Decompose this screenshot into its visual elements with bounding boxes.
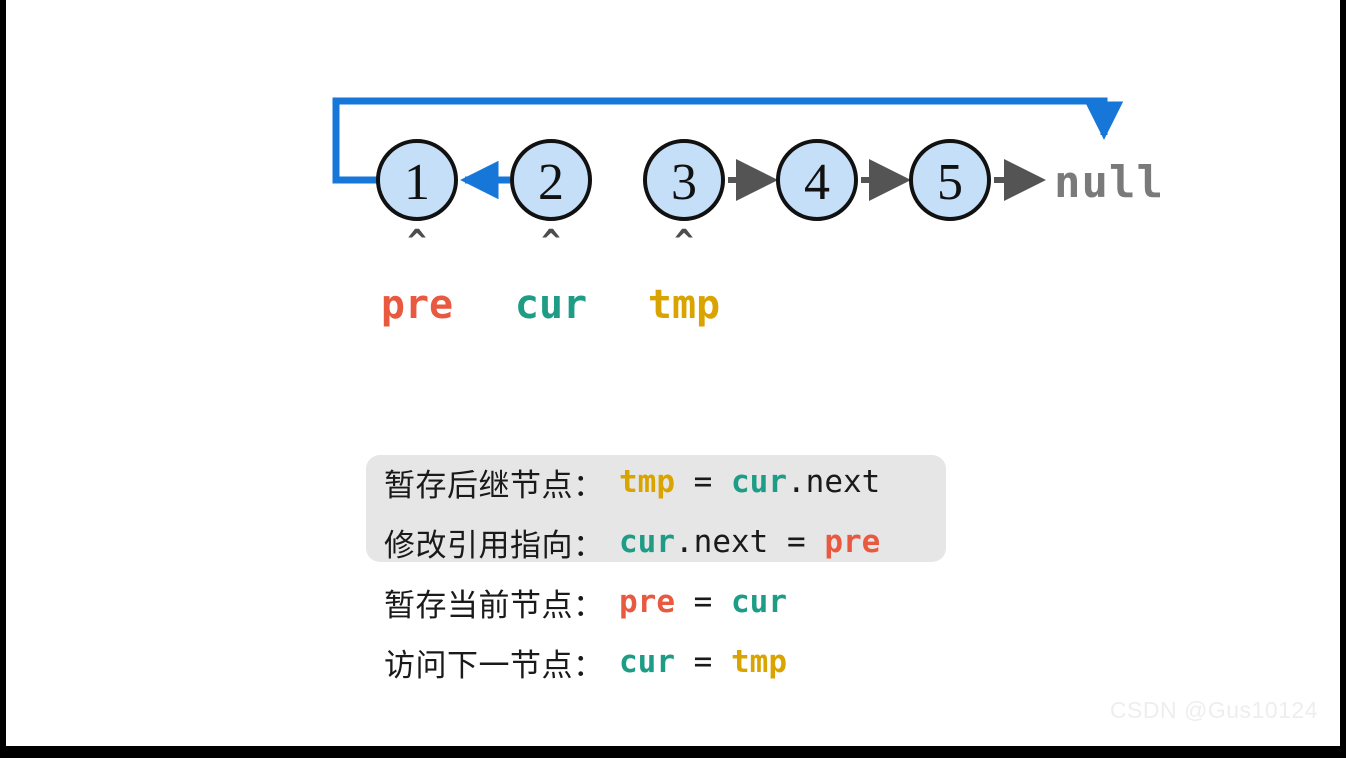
highlighted-steps-background [366,455,946,562]
node-3: 3 [643,139,725,221]
code-token-tmp: tmp [619,464,675,500]
caret-icon-tmp: ^ [674,222,693,260]
step-label: 暂存后继节点： [384,467,605,504]
code-token-plain: .next = [675,524,825,560]
linked-list-svg: 1 2 3 4 5 null ^ ^ ^ pre cur tmp [332,97,1164,328]
code-token-plain: = [675,644,731,680]
code-token-cur: cur [619,524,675,560]
step-row: 暂存当前节点： pre = cur [366,572,966,632]
step-label: 暂存当前节点： [384,587,605,624]
pointer-label-cur: cur [515,282,587,328]
node-circle [643,139,725,221]
code-token-cur: cur [619,644,675,680]
pointer-label-pre: pre [381,282,453,328]
caret-icon-pre: ^ [407,222,426,260]
step-row: 暂存后继节点： tmp = cur.next [366,452,966,512]
code-token-cur: cur [731,584,787,620]
node-1: 1 [376,139,458,221]
node-label: 4 [804,154,830,211]
blue-reversal-pointer-path [332,97,1124,184]
node-label: 1 [404,154,430,211]
node-label: 3 [671,154,697,211]
node-2: 2 [510,139,592,221]
csdn-watermark: CSDN @Gus10124 [1109,697,1318,723]
node-label: 5 [937,154,963,211]
code-token-plain: = [675,584,731,620]
step-row: 修改引用指向： cur.next = pre [366,512,966,572]
step-label: 修改引用指向： [384,527,605,564]
node-4: 4 [776,139,858,221]
code-token-plain: .next [787,464,881,500]
node-circle [510,139,592,221]
code-token-cur: cur [731,464,787,500]
null-terminator-label: null [1054,157,1164,208]
step-code: cur.next = pre [619,524,880,560]
pointer-label-tmp: tmp [648,282,720,328]
node-circle [776,139,858,221]
step-row: 访问下一节点： cur = tmp [366,632,966,692]
node-5: 5 [909,139,991,221]
code-token-pre: pre [824,524,881,560]
code-token-plain: = [675,464,731,500]
code-token-tmp: tmp [731,644,787,680]
code-token-pre: pre [619,584,675,620]
step-code: pre = cur [619,584,787,620]
step-label: 访问下一节点： [384,647,605,684]
step-code: tmp = cur.next [619,464,880,500]
step-code: cur = tmp [619,644,787,680]
caret-icon-cur: ^ [541,222,560,260]
node-label: 2 [538,154,564,211]
node-circle [909,139,991,221]
node-circle [376,139,458,221]
steps-list: 暂存后继节点： tmp = cur.next 修改引用指向： cur.next … [366,452,966,692]
